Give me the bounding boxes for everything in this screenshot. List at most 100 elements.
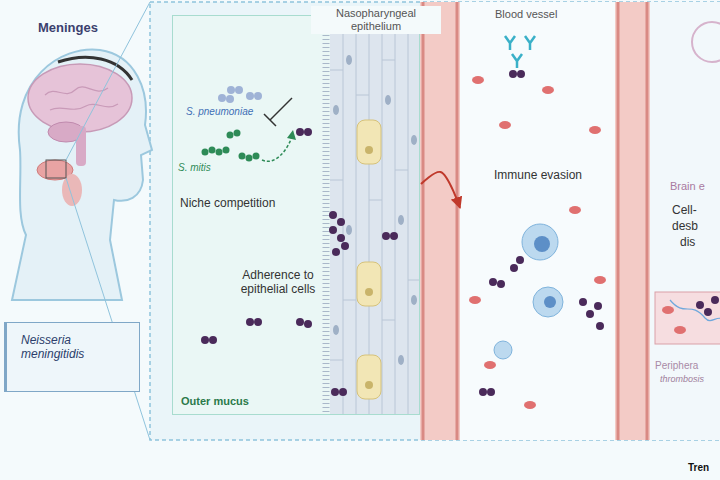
blood-meningococci-part xyxy=(594,302,602,310)
meningococci-part xyxy=(254,318,262,326)
vessel-wall-part xyxy=(420,2,460,440)
immune-cells-part xyxy=(544,296,556,308)
blood-meningococci-part xyxy=(479,388,487,396)
epithelium-cells-part-part xyxy=(329,226,337,234)
s-mitis-chain-part xyxy=(253,153,260,160)
species-label: S. mitis xyxy=(178,162,211,174)
epithelium-cells-part-part xyxy=(398,215,404,225)
vessel-wall-part xyxy=(615,2,650,440)
thrombosis-figure-part xyxy=(662,306,674,314)
blood-meningococci-part xyxy=(517,70,525,78)
thrombosis-figure-part xyxy=(704,308,712,316)
node-text: Nasopharyngeal epithelium xyxy=(311,6,441,34)
competition-arrow xyxy=(262,136,292,161)
epithelium-cells-part-part xyxy=(333,105,339,115)
pneumococci-part xyxy=(246,92,254,100)
vessel-wall-part xyxy=(646,2,649,440)
thrombosis-figure-part xyxy=(696,301,704,309)
epithelium-cells-part-part xyxy=(332,248,340,256)
epithelium-cells-part-part xyxy=(411,295,417,305)
epithelium-band: Nasopharyngeal epithelium xyxy=(331,16,421,416)
process-label: Niche competition xyxy=(180,196,275,210)
epithelium-cells-part-part xyxy=(341,242,349,250)
immune-cells xyxy=(494,224,563,359)
epithelium-cells-part-part xyxy=(382,232,390,240)
meningococci-part xyxy=(304,128,312,136)
epithelium-cells-part xyxy=(333,55,417,365)
pneumococci-part xyxy=(226,95,234,103)
immune-cells-part xyxy=(534,236,550,252)
red-blood-cells-part xyxy=(484,361,496,369)
red-blood-cells-part xyxy=(569,206,581,214)
epithelium-cells-part-part xyxy=(337,234,345,242)
pneumococci xyxy=(218,86,262,103)
immune-cells-part xyxy=(522,224,558,260)
red-blood-cells-part xyxy=(594,276,606,284)
blood-meningococci-part xyxy=(516,256,524,264)
pneumococci-part xyxy=(235,86,243,94)
head-figure-part xyxy=(62,174,82,206)
epithelium-cells-part-part xyxy=(346,225,352,235)
watermark: Tren xyxy=(688,462,709,474)
red-blood-cells xyxy=(469,76,606,409)
epithelium-cells-part xyxy=(365,146,373,154)
meningococci-part xyxy=(296,128,304,136)
cut-label: dis xyxy=(680,235,695,249)
thrombosis-figure-part xyxy=(674,326,686,334)
epithelium-cells-part-part xyxy=(398,355,404,365)
head-figure xyxy=(12,50,152,300)
blood-meningococci-part xyxy=(489,278,497,286)
head-figure-part xyxy=(58,57,132,80)
meningococci-part xyxy=(304,320,312,328)
blood-meningococci-part xyxy=(586,310,594,318)
epithelium-cells-part xyxy=(357,355,381,399)
s-mitis-chain-part xyxy=(209,147,216,154)
meningococci-part xyxy=(246,318,254,326)
epithelium-cells-part xyxy=(330,15,420,415)
brain-endothelium-hint xyxy=(692,22,720,62)
vessel-region: Blood vessel xyxy=(460,2,615,440)
thrombosis-figure-part xyxy=(655,292,720,344)
inhibition-symbol xyxy=(264,98,292,126)
head-figure-part xyxy=(46,160,66,178)
epithelium-cells-part xyxy=(329,211,398,396)
epithelium-cells-part xyxy=(357,120,381,164)
cut-label: Cell- xyxy=(672,203,697,217)
epithelium-cells-part-part xyxy=(339,388,347,396)
mucus-area xyxy=(172,15,420,415)
epithelium-cells-part xyxy=(343,15,408,415)
vessel-wall xyxy=(420,2,650,440)
blood-meningococci-part xyxy=(579,298,587,306)
epithelium-cells-part xyxy=(323,15,330,415)
blood-meningococci-part xyxy=(509,70,517,78)
blood-meningococci-part xyxy=(596,322,604,330)
vessel-lumen xyxy=(460,2,615,440)
meningococci-part xyxy=(296,318,304,326)
immune-cells-part xyxy=(533,287,563,317)
zoom-panel xyxy=(150,2,720,440)
red-blood-cells-part xyxy=(589,126,601,134)
epithelium-cells-part-part xyxy=(385,95,391,105)
blood-meningococci-part xyxy=(497,280,505,288)
meningococci-part xyxy=(201,336,209,344)
epithelium-cells-part-part xyxy=(331,388,339,396)
structure-label: Meninges xyxy=(38,20,98,36)
head-figure-part xyxy=(45,87,118,110)
epithelium-cells-part xyxy=(330,60,420,360)
epithelium-cells-part xyxy=(357,262,381,306)
meningococci xyxy=(201,128,312,344)
organism-box: Neisseria meningitidis xyxy=(4,322,140,392)
epithelium-cells-part-part xyxy=(411,135,417,145)
mucus-region: Outer mucusNasopharyngeal epithelium xyxy=(172,15,420,415)
red-blood-cells-part xyxy=(524,401,536,409)
epithelium-cells-part-part xyxy=(346,55,352,65)
inhibition-symbol-part xyxy=(270,98,292,120)
pneumococci-part xyxy=(218,94,226,102)
epithelium-cells-part xyxy=(365,288,373,296)
head-figure-part xyxy=(12,50,152,300)
